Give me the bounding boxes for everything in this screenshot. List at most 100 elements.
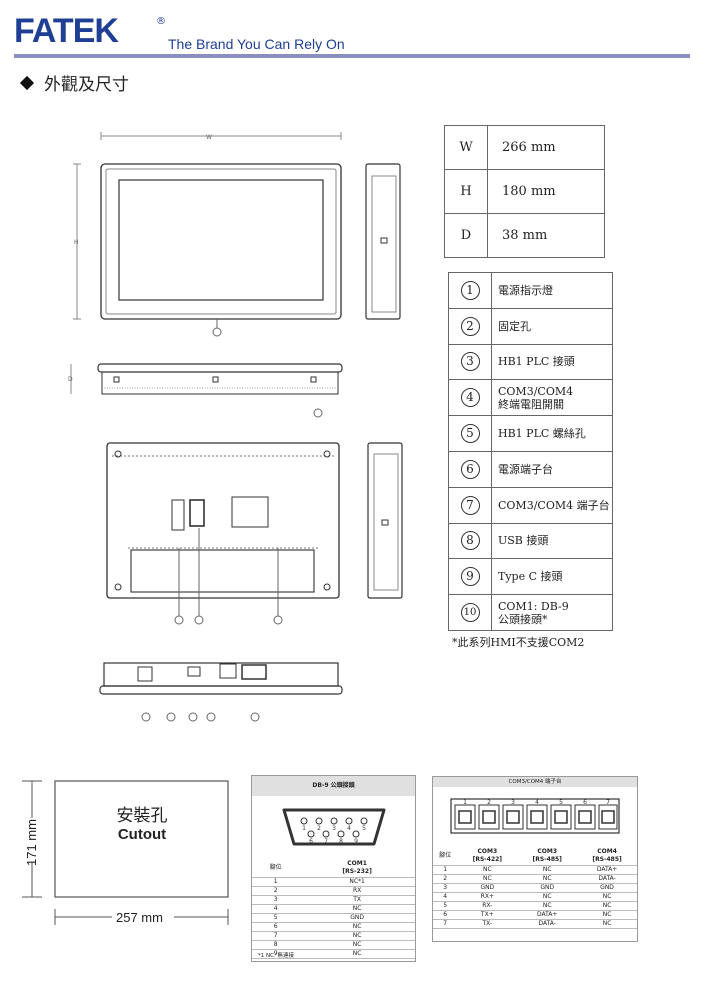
table-cell: DATA- <box>577 874 637 884</box>
db9-pin-label: 9 <box>354 838 358 845</box>
db9-pin-label: 2 <box>317 825 321 832</box>
height-label: H <box>74 239 79 246</box>
legend-text: USB 接頭 <box>498 534 549 548</box>
table-cell: 2 <box>252 886 300 896</box>
cutout-width: 257 mm <box>116 910 163 925</box>
legend-number: 1 <box>460 280 480 300</box>
legend-text: Type C 接頭 <box>498 570 563 584</box>
dim-key: D <box>444 213 488 258</box>
brand-tagline: The Brand You Can Rely On <box>168 36 345 52</box>
table-cell: 9 <box>252 949 300 959</box>
legend-number: 4 <box>460 388 480 408</box>
registered-mark: ® <box>156 16 166 27</box>
terminal-label: 5 <box>559 799 563 806</box>
com34-table: 腳位 COM3[RS-422] COM3[RS-485] COM4[RS-485… <box>433 847 637 929</box>
section-title-text: 外觀及尺寸 <box>44 75 129 95</box>
table-cell: GND <box>457 883 518 893</box>
db9-col-com1: COM1 <box>347 859 367 867</box>
com34-col-sub: [RS-422] <box>472 855 503 863</box>
legend-row: 9 Type C 接頭 <box>448 558 613 596</box>
table-cell: TX- <box>457 919 518 929</box>
table-cell: NC <box>517 901 578 911</box>
section-title: 外觀及尺寸 <box>19 70 129 95</box>
db9-pin-label: 5 <box>362 825 366 832</box>
com34-header-row: 腳位 COM3[RS-422] COM3[RS-485] COM4[RS-485… <box>433 847 637 866</box>
terminal-label: 1 <box>463 799 467 806</box>
bottom-edge-view <box>99 662 343 722</box>
legend-text: HB1 PLC 接頭 <box>498 355 575 369</box>
table-cell: 8 <box>252 940 300 950</box>
table-cell: RX+ <box>457 892 518 902</box>
dim-key: W <box>444 125 488 170</box>
legend-text: COM3/COM4 端子台 <box>498 498 610 512</box>
com34-col-pin: 腳位 <box>433 847 458 866</box>
brand-logo: FATEK <box>14 12 119 50</box>
db9-pin-label: 4 <box>347 825 351 832</box>
table-cell: NC <box>457 874 518 884</box>
com34-col: COM3 <box>537 847 558 855</box>
table-cell: 7 <box>252 931 300 941</box>
table-cell: GND <box>517 883 578 893</box>
legend-text-line2: 終端電阻開關 <box>498 397 564 411</box>
db9-col-com1-sub: [RS-232] <box>342 867 372 875</box>
cutout-title: 安裝孔 <box>116 806 168 826</box>
db9-title: DB-9 公頭接頭 <box>252 776 415 796</box>
dim-value: 266 mm <box>487 125 605 170</box>
front-view <box>73 132 342 337</box>
table-cell: 3 <box>252 895 300 905</box>
cutout-label: 安裝孔 Cutout <box>60 806 224 843</box>
db9-footnote: *1 NC: 無連接 <box>258 953 295 959</box>
legend-number: 9 <box>460 567 480 587</box>
table-cell: NC <box>299 922 415 932</box>
legend-text: 固定孔 <box>498 319 531 333</box>
table-cell: NC <box>577 919 637 929</box>
legend-text: 電源端子台 <box>498 462 553 476</box>
table-cell: 1 <box>252 877 300 887</box>
rear-view <box>106 442 340 625</box>
table-cell: 7 <box>433 919 458 929</box>
table-cell: NC <box>299 904 415 914</box>
table-cell: DATA+ <box>577 865 637 875</box>
table-cell: GND <box>577 883 637 893</box>
legend-text: COM1: DB-9 <box>498 599 569 613</box>
terminal-block-icon: 1 2 3 4 5 6 7 <box>450 798 620 834</box>
dim-value: 180 mm <box>487 169 605 214</box>
terminal-label: 3 <box>511 799 515 806</box>
com34-col: COM3 <box>477 847 498 855</box>
table-cell: GND <box>299 913 415 923</box>
cutout-drawing <box>22 780 229 925</box>
table-cell: NC <box>577 910 637 920</box>
db9-pin-label: 7 <box>324 838 328 845</box>
table-cell: NC <box>517 865 578 875</box>
table-cell: NC <box>299 940 415 950</box>
table-cell: DATA- <box>517 919 578 929</box>
table-cell: NC <box>299 949 415 959</box>
cutout-subtitle: Cutout <box>117 826 167 843</box>
legend-text: HB1 PLC 螺絲孔 <box>498 427 586 441</box>
table-cell: TX+ <box>457 910 518 920</box>
db9-col-pin: 腳位 <box>252 859 300 878</box>
depth-label: D <box>68 376 73 383</box>
db9-connector-icon: 1 2 3 4 5 6 7 8 9 <box>282 808 386 846</box>
db9-pin-label: 8 <box>339 838 343 845</box>
table-cell: 4 <box>252 904 300 914</box>
